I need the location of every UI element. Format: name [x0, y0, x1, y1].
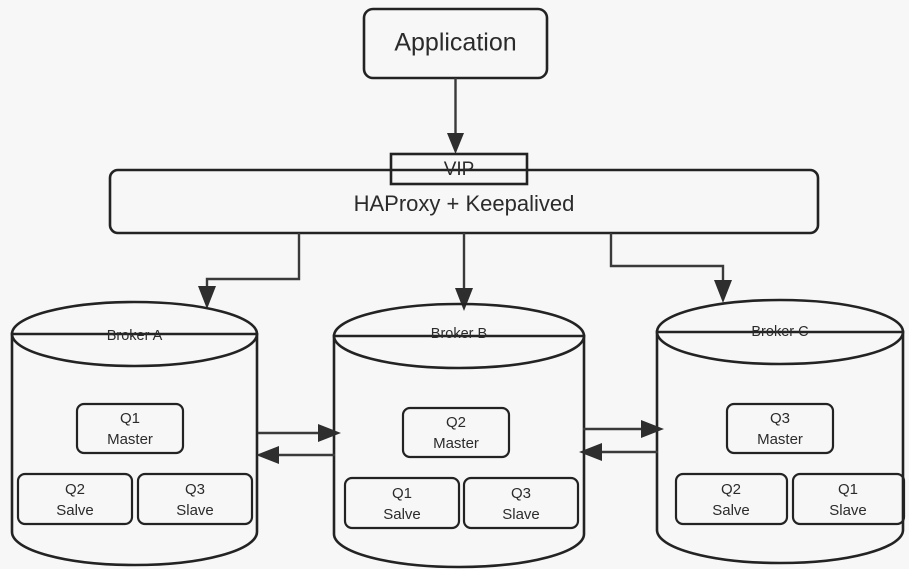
- broker-b-master-box[interactable]: [401, 406, 511, 459]
- broker-c-cylinder-body[interactable]: [655, 330, 905, 565]
- proxy-to-broker-c-arrowhead: [714, 280, 732, 303]
- broker-b-cylinder-top[interactable]: [332, 302, 586, 370]
- app-to-vip-arrowhead: [447, 133, 464, 154]
- broker-a-cylinder-top[interactable]: [10, 300, 259, 368]
- broker-c-master-queue-name: Q3: [770, 410, 790, 427]
- proxy-to-broker-a-line: [205, 233, 301, 290]
- broker-c-replica-2[interactable]: Q1 Slave: [791, 472, 906, 526]
- broker-c-to-b-arrowhead: [579, 443, 602, 461]
- broker-a-to-b-connector: [258, 424, 341, 442]
- broker-a-replica-1-role: Salve: [56, 502, 94, 519]
- broker-b-replica-2-queue-name: Q3: [511, 485, 531, 502]
- broker-b-master-queue[interactable]: Q2 Master: [401, 406, 511, 459]
- broker-a-master-role: Master: [107, 431, 153, 448]
- vip-node[interactable]: VIP: [389, 152, 529, 186]
- proxy-to-broker-a-arrowhead: [198, 286, 216, 309]
- proxy-to-broker-b-connector: [455, 233, 473, 311]
- broker-a-replica-2-queue-name: Q3: [185, 481, 205, 498]
- broker-c-replica-2-box[interactable]: [791, 472, 906, 526]
- broker-c-replica-1-queue-name: Q2: [721, 481, 741, 498]
- broker-a-replica-2-role: Slave: [176, 502, 214, 519]
- broker-a-replica-1[interactable]: Q2 Salve: [16, 472, 134, 526]
- broker-b-to-c-connector: [583, 420, 664, 438]
- broker-b-to-c-arrowhead: [641, 420, 664, 438]
- broker-c-label: Broker C: [751, 324, 808, 340]
- broker-c-replica-1-box[interactable]: [674, 472, 789, 526]
- broker-c-replica-2-role: Slave: [829, 502, 867, 519]
- broker-a-cylinder-body[interactable]: [10, 332, 259, 567]
- app-to-vip-connector: [447, 78, 464, 154]
- broker-b-to-a-arrowhead: [256, 446, 279, 464]
- haproxy-label: HAProxy + Keepalived: [354, 191, 575, 216]
- broker-c-master-box[interactable]: [725, 402, 835, 455]
- broker-a-replica-2-box[interactable]: [136, 472, 254, 526]
- broker-c-master-role: Master: [757, 431, 803, 448]
- broker-c-replica-1[interactable]: Q2 Salve: [674, 472, 789, 526]
- broker-b-cylinder-body[interactable]: [332, 334, 586, 569]
- application-label: Application: [394, 29, 516, 57]
- broker-a-master-box[interactable]: [75, 402, 185, 455]
- broker-b-replica-1-queue-name: Q1: [392, 485, 412, 502]
- broker-c-master-queue[interactable]: Q3 Master: [725, 402, 835, 455]
- broker-a-master-queue[interactable]: Q1 Master: [75, 402, 185, 455]
- broker-b-replica-1-role: Salve: [383, 506, 421, 523]
- proxy-to-broker-c-line: [609, 233, 725, 283]
- haproxy-node[interactable]: HAProxy + Keepalived: [108, 168, 820, 235]
- vip-box[interactable]: [389, 152, 529, 186]
- broker-b-replica-2[interactable]: Q3 Slave: [462, 476, 580, 530]
- application-node[interactable]: Application: [362, 7, 549, 80]
- broker-c-to-b-connector: [579, 443, 658, 461]
- broker-b-replica-2-role: Slave: [502, 506, 540, 523]
- broker-c-cylinder-top[interactable]: [655, 298, 905, 366]
- broker-b-replica-1-box[interactable]: [343, 476, 461, 530]
- proxy-to-broker-b-arrowhead: [455, 288, 473, 311]
- broker-b-replica-2-box[interactable]: [462, 476, 580, 530]
- broker-a-label: Broker A: [107, 328, 163, 344]
- broker-a-master-queue-name: Q1: [120, 410, 140, 427]
- proxy-to-broker-c-connector: [609, 233, 732, 303]
- broker-a-node[interactable]: Broker A Q1 Master Q2 Salve Q3 Slave: [10, 300, 259, 567]
- broker-c-node[interactable]: Broker C Q3 Master Q2 Salve Q1 Slave: [655, 298, 906, 565]
- broker-b-replica-1[interactable]: Q1 Salve: [343, 476, 461, 530]
- broker-a-to-b-arrowhead: [318, 424, 341, 442]
- proxy-to-broker-a-connector: [198, 233, 301, 309]
- broker-a-replica-1-queue-name: Q2: [65, 481, 85, 498]
- broker-a-replica-2[interactable]: Q3 Slave: [136, 472, 254, 526]
- vip-label: VIP: [444, 159, 475, 180]
- broker-c-replica-1-role: Salve: [712, 502, 750, 519]
- broker-b-to-a-connector: [256, 446, 335, 464]
- broker-c-replica-2-queue-name: Q1: [838, 481, 858, 498]
- broker-b-master-role: Master: [433, 435, 479, 452]
- broker-b-master-queue-name: Q2: [446, 414, 466, 431]
- broker-b-node[interactable]: Broker B Q2 Master Q1 Salve Q3 Slave: [332, 302, 586, 569]
- broker-b-label: Broker B: [431, 326, 487, 342]
- broker-a-replica-1-box[interactable]: [16, 472, 134, 526]
